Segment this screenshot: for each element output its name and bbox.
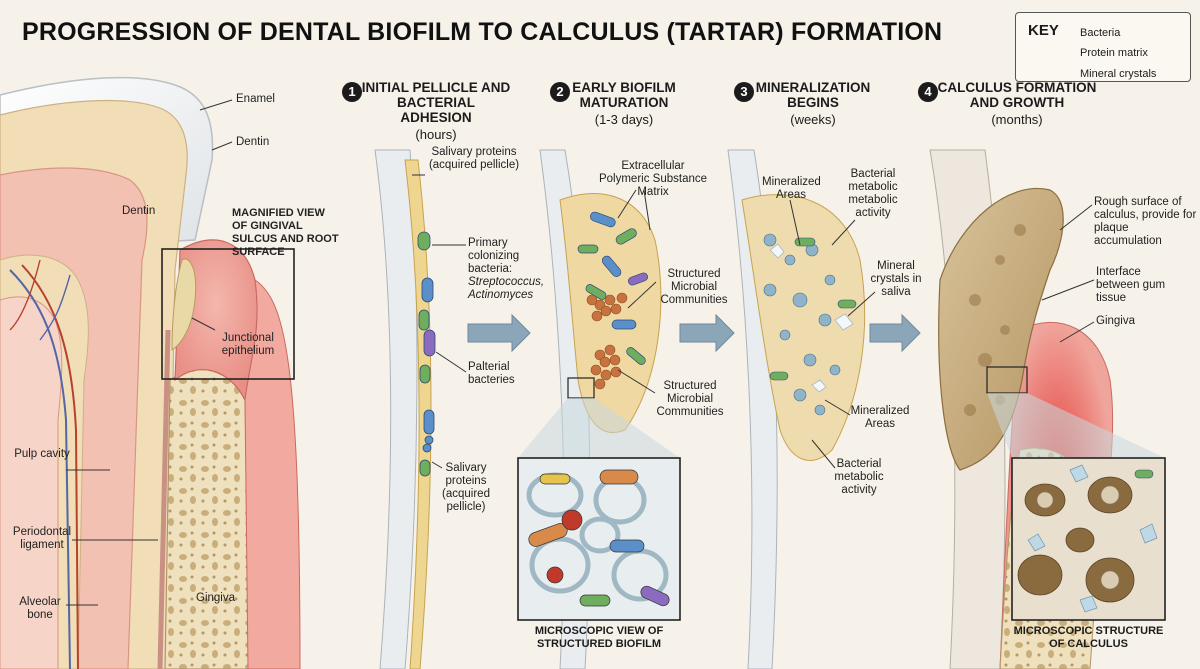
label-gingiva-stage4: Gingiva bbox=[1096, 315, 1135, 327]
label-rough-surface: Rough surface of calculus, provide for p… bbox=[1094, 196, 1197, 247]
label-gingiva: Gingiva bbox=[196, 592, 235, 604]
stage-number-badge: 4 bbox=[918, 82, 938, 102]
legend-item-protein-matrix: Protein matrix bbox=[1080, 47, 1148, 59]
label-mineralized-areas-bottom: Mineralized Areas bbox=[850, 405, 910, 430]
legend-label: Bacteria bbox=[1080, 27, 1121, 39]
label-magnified-view: MAGNIFIED VIEW OF GINGIVAL SULCUS AND RO… bbox=[232, 207, 339, 258]
stage-time: (weeks) bbox=[790, 112, 836, 127]
stage-number-badge: 3 bbox=[734, 82, 754, 102]
stage-3-header: 3 MINERALIZATION BEGINS (weeks) bbox=[734, 80, 874, 127]
stage-4-header: 4 CALCULUS FORMATION AND GROWTH (months) bbox=[918, 80, 1098, 127]
stage-heading: CALCULUS FORMATION AND GROWTH bbox=[937, 80, 1097, 110]
label-bacterial-activity-top: Bacterial metabolic metabolic activity bbox=[848, 168, 898, 219]
label-structured-communities-1: Structured Microbial Communities bbox=[660, 268, 728, 306]
stage-time: (1-3 days) bbox=[594, 112, 654, 127]
label-interface: Interface between gum tissue bbox=[1096, 266, 1166, 304]
label-periodontal-ligament: Periodontal ligament bbox=[12, 526, 72, 551]
label-salivary-proteins-bottom: Salivary proteins (acquired pellicle) bbox=[442, 462, 490, 513]
label-enamel: Enamel bbox=[236, 93, 275, 105]
label-structured-communities-2: Structured Microbial Communities bbox=[656, 380, 724, 418]
stage1-illustration bbox=[374, 149, 467, 669]
diagram-title: PROGRESSION OF DENTAL BIOFILM TO CALCULU… bbox=[22, 18, 943, 46]
label-species: Streptococcus, Actinomyces bbox=[468, 276, 550, 302]
stage-heading: INITIAL PELLICLE AND BACTERIAL ADHESION bbox=[361, 80, 511, 125]
label-primary-colonizing: Primary colonizing bacteria: bbox=[468, 237, 520, 275]
legend-title: KEY bbox=[1028, 22, 1059, 39]
stage-number-badge: 1 bbox=[342, 82, 362, 102]
progression-arrows bbox=[467, 313, 921, 353]
magnifier-box bbox=[161, 248, 295, 380]
label-species-text: Streptococcus, Actinomyces bbox=[468, 276, 545, 301]
stage-heading: MINERALIZATION BEGINS bbox=[755, 80, 871, 110]
label-alveolar-bone: Alveolar bone bbox=[19, 596, 61, 621]
label-salivary-proteins-top: Salivary proteins (acquired pellicle) bbox=[428, 146, 520, 171]
label-dentin-inner: Dentin bbox=[122, 205, 156, 217]
stage-number-badge: 2 bbox=[550, 82, 570, 102]
caption-calculus-micro: MICROSCOPIC STRUCTURE OF CALCULUS bbox=[1013, 625, 1164, 650]
legend: KEY Bacteria Protein matrix Mineral crys… bbox=[1015, 12, 1191, 82]
label-junctional-epithelium: Junctional epithelium bbox=[221, 332, 275, 357]
label-mineral-crystals-saliva: Mineral crystals in saliva bbox=[870, 260, 922, 298]
stage-time: (months) bbox=[991, 112, 1043, 127]
stage-time: (hours) bbox=[415, 127, 457, 142]
label-bacterial-activity-bottom: Bacterial metabolic activity bbox=[834, 458, 884, 496]
legend-item-bacteria: Bacteria bbox=[1080, 27, 1120, 39]
stage2-illustration bbox=[517, 149, 681, 669]
legend-label: Mineral crystals bbox=[1080, 68, 1157, 80]
legend-item-mineral-crystals: Mineral crystals bbox=[1080, 68, 1156, 80]
label-eps-matrix: Extracellular Polymeric Substance Matrix bbox=[598, 160, 708, 198]
stage3-illustration bbox=[727, 149, 876, 669]
tooth-cross-section bbox=[0, 76, 301, 669]
stage-heading: EARLY BIOFILM MATURATION bbox=[572, 80, 676, 110]
label-palterial-bacteries: Palterial bacteries bbox=[468, 361, 515, 386]
legend-label: Protein matrix bbox=[1080, 47, 1148, 59]
label-pulp-cavity: Pulp cavity bbox=[14, 448, 70, 460]
caption-biofilm-micro: MICROSCOPIC VIEW OF STRUCTURED BIOFILM bbox=[534, 625, 664, 650]
label-mineralized-areas-top: Mineralized Areas bbox=[762, 176, 821, 201]
stage-2-header: 2 EARLY BIOFILM MATURATION (1-3 days) bbox=[550, 80, 680, 127]
stage-1-header: 1 INITIAL PELLICLE AND BACTERIAL ADHESIO… bbox=[342, 80, 512, 142]
stage4-illustration bbox=[929, 149, 1166, 669]
label-dentin-top: Dentin bbox=[236, 136, 270, 148]
